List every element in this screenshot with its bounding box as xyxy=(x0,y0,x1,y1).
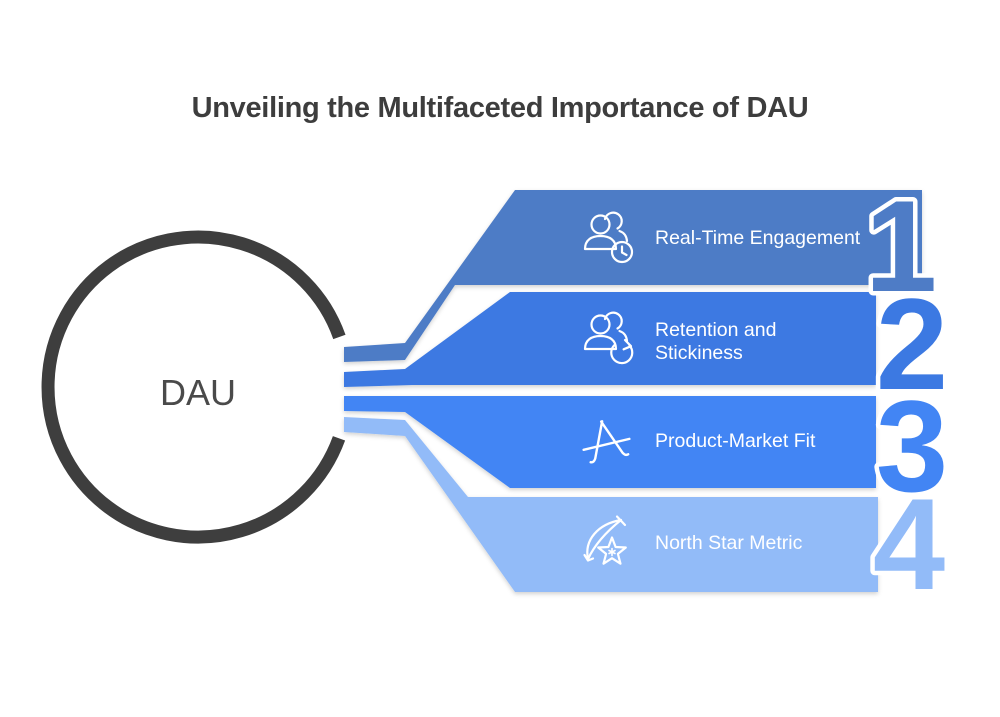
banner-3-label: Product-Market Fit xyxy=(655,430,816,452)
hub-label: DAU xyxy=(160,372,236,413)
banner-1-label: Real-Time Engagement xyxy=(655,227,861,249)
banner-4 xyxy=(344,417,878,592)
banner-2-label-line-1: Retention and xyxy=(655,319,776,341)
banner-3 xyxy=(344,396,876,488)
step-number-2: 2 xyxy=(876,271,948,417)
banner-2 xyxy=(344,292,876,387)
banner-2-label: Retention and Stickiness xyxy=(655,319,782,364)
app-store-icon xyxy=(582,420,631,464)
banner-2-label-line-2: Stickiness xyxy=(655,342,743,364)
banner-4-label: North Star Metric xyxy=(655,532,803,554)
banner-1 xyxy=(344,190,922,362)
step-number-4: 4 xyxy=(873,471,945,617)
hub-circle xyxy=(41,230,346,544)
users-refresh-icon xyxy=(583,311,634,365)
step-number-3: 3 xyxy=(876,373,948,519)
shooting-star-icon xyxy=(583,515,627,565)
step-number-1: 1 xyxy=(865,173,937,319)
users-clock-icon xyxy=(583,211,634,264)
page-title: Unveiling the Multifaceted Importance of… xyxy=(191,92,809,124)
